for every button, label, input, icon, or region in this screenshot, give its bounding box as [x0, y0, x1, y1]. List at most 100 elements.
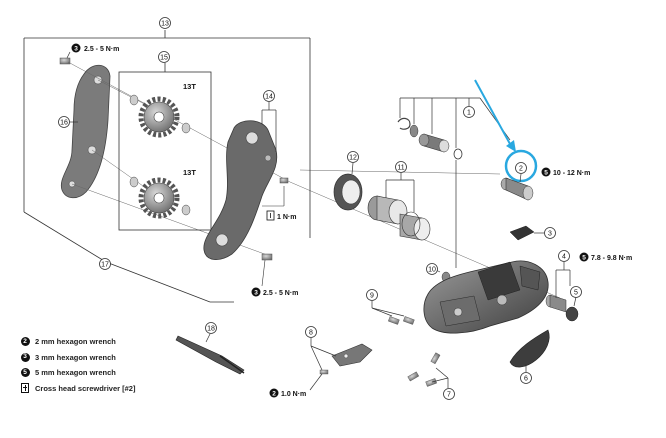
bracket-7	[431, 367, 449, 388]
teeth-label-upper: 13T	[183, 82, 196, 91]
svg-text:16: 16	[60, 120, 68, 127]
callout-18: 18	[205, 322, 217, 334]
bracket-14	[261, 102, 277, 152]
callout-14: 14	[263, 90, 275, 102]
screwdriver-leader	[262, 186, 285, 207]
callout-3: 3	[544, 227, 556, 239]
torque-label-bolt: 5 7.8 - 9.8 N·m	[579, 252, 632, 262]
svg-text:6: 6	[524, 376, 528, 383]
torque-label-bottom-left: 3 2.5 - 5 N·m	[251, 287, 298, 297]
svg-text:5: 5	[582, 255, 586, 262]
part-2-axle	[500, 177, 534, 201]
highlight-arrow	[474, 79, 516, 152]
upper-pulley	[138, 96, 180, 138]
part-1-assembly	[397, 117, 463, 160]
callout-6: 6	[520, 372, 532, 384]
svg-text:9: 9	[370, 293, 374, 300]
legend-row-screwdriver: Cross head screwdriver [#2]	[20, 381, 135, 397]
callout-5: 5	[570, 286, 582, 298]
part-6-guard	[509, 329, 550, 368]
derailleur-body	[423, 260, 549, 334]
callout-16: 16	[58, 116, 70, 128]
torque-label-axle: 5 10 - 12 N·m	[541, 167, 590, 177]
callout-17: 17	[99, 258, 111, 270]
svg-text:10: 10	[428, 267, 436, 274]
svg-text:8: 8	[309, 330, 313, 337]
lower-pulley	[138, 177, 180, 219]
bracket-13	[23, 30, 311, 44]
plate-screw-small	[279, 177, 289, 184]
pulley-box-15	[118, 63, 212, 231]
svg-text:17: 17	[101, 262, 109, 269]
assembly-axes	[67, 61, 561, 299]
callout-10: 10	[426, 263, 438, 275]
legend-label: 3 mm hexagon wrench	[35, 352, 116, 362]
part-9-screws	[388, 316, 415, 325]
svg-text:3: 3	[74, 46, 78, 53]
svg-text:5: 5	[574, 290, 578, 297]
svg-text:14: 14	[265, 94, 273, 101]
bracket-8	[309, 338, 337, 391]
callout-2: 2	[515, 162, 527, 174]
callout-15: 15	[158, 51, 170, 63]
svg-text:3: 3	[548, 231, 552, 238]
part-3	[509, 225, 535, 241]
bracket-17	[23, 44, 311, 303]
svg-text:1 N·m: 1 N·m	[277, 214, 296, 221]
svg-text:12: 12	[349, 155, 357, 162]
part-11-bushings	[367, 195, 431, 241]
callout-8: 8	[305, 326, 317, 338]
callout-4: 4	[558, 250, 570, 262]
svg-text:18: 18	[207, 326, 215, 333]
svg-text:10 - 12 N·m: 10 - 12 N·m	[553, 170, 590, 177]
callout-11: 11	[395, 161, 407, 173]
svg-text:7: 7	[447, 392, 451, 399]
part-12-ring	[333, 173, 363, 211]
callout-12: 12	[347, 151, 359, 163]
bracket-1	[399, 97, 511, 268]
inner-plate	[203, 120, 278, 260]
part-7-screws	[407, 352, 441, 387]
part-8-bracket	[319, 343, 373, 375]
callout-1: 1	[463, 106, 475, 118]
svg-text:5: 5	[544, 170, 548, 177]
outer-plate-16	[60, 64, 111, 199]
legend-label: 2 mm hexagon wrench	[35, 337, 116, 347]
legend-row-hex-2mm: 2 2 mm hexagon wrench	[20, 334, 135, 350]
hex-wrench-icon: 5	[20, 368, 30, 378]
highlight-circle	[504, 149, 538, 183]
svg-text:13: 13	[161, 21, 169, 28]
svg-text:2: 2	[519, 166, 523, 173]
svg-text:2.5 - 5 N·m: 2.5 - 5 N·m	[263, 290, 298, 297]
torque-label-screwdriver: 1 N·m	[266, 210, 296, 221]
bracket-9	[371, 301, 405, 317]
legend-label: Cross head screwdriver [#2]	[35, 383, 136, 393]
legend-row-hex-3mm: 3 3 mm hexagon wrench	[20, 350, 135, 366]
svg-text:7.8 - 9.8 N·m: 7.8 - 9.8 N·m	[591, 255, 632, 262]
torque-label-top-left: 3 2.5 - 5 N·m	[71, 43, 119, 53]
svg-text:2: 2	[272, 391, 276, 398]
svg-text:11: 11	[397, 165, 404, 172]
legend-label: 5 mm hexagon wrench	[35, 368, 116, 378]
svg-text:4: 4	[562, 254, 566, 261]
svg-text:2.5 - 5 N·m: 2.5 - 5 N·m	[84, 46, 119, 53]
legend-row-hex-5mm: 5 5 mm hexagon wrench	[20, 365, 135, 381]
callout-9: 9	[366, 289, 378, 301]
upper-pulley-washers	[129, 94, 191, 134]
bracket-11	[385, 173, 415, 212]
part-18-tool	[175, 335, 245, 375]
plate-bolt-lower	[261, 253, 273, 261]
svg-text:3: 3	[254, 290, 258, 297]
hex-wrench-icon: 3	[20, 352, 30, 362]
callout-13: 13	[159, 17, 171, 29]
callout-7: 7	[443, 388, 455, 400]
svg-text:1.0 N·m: 1.0 N·m	[281, 391, 306, 398]
part-5-cap	[565, 306, 579, 322]
hex-wrench-icon: 2	[20, 337, 30, 347]
tool-legend: 2 2 mm hexagon wrench 3 3 mm hexagon wre…	[20, 334, 135, 396]
torque-label-small: 2 1.0 N·m	[269, 388, 306, 398]
lower-pulley-washers	[129, 176, 191, 216]
svg-text:1: 1	[467, 110, 471, 117]
svg-text:15: 15	[160, 55, 168, 62]
